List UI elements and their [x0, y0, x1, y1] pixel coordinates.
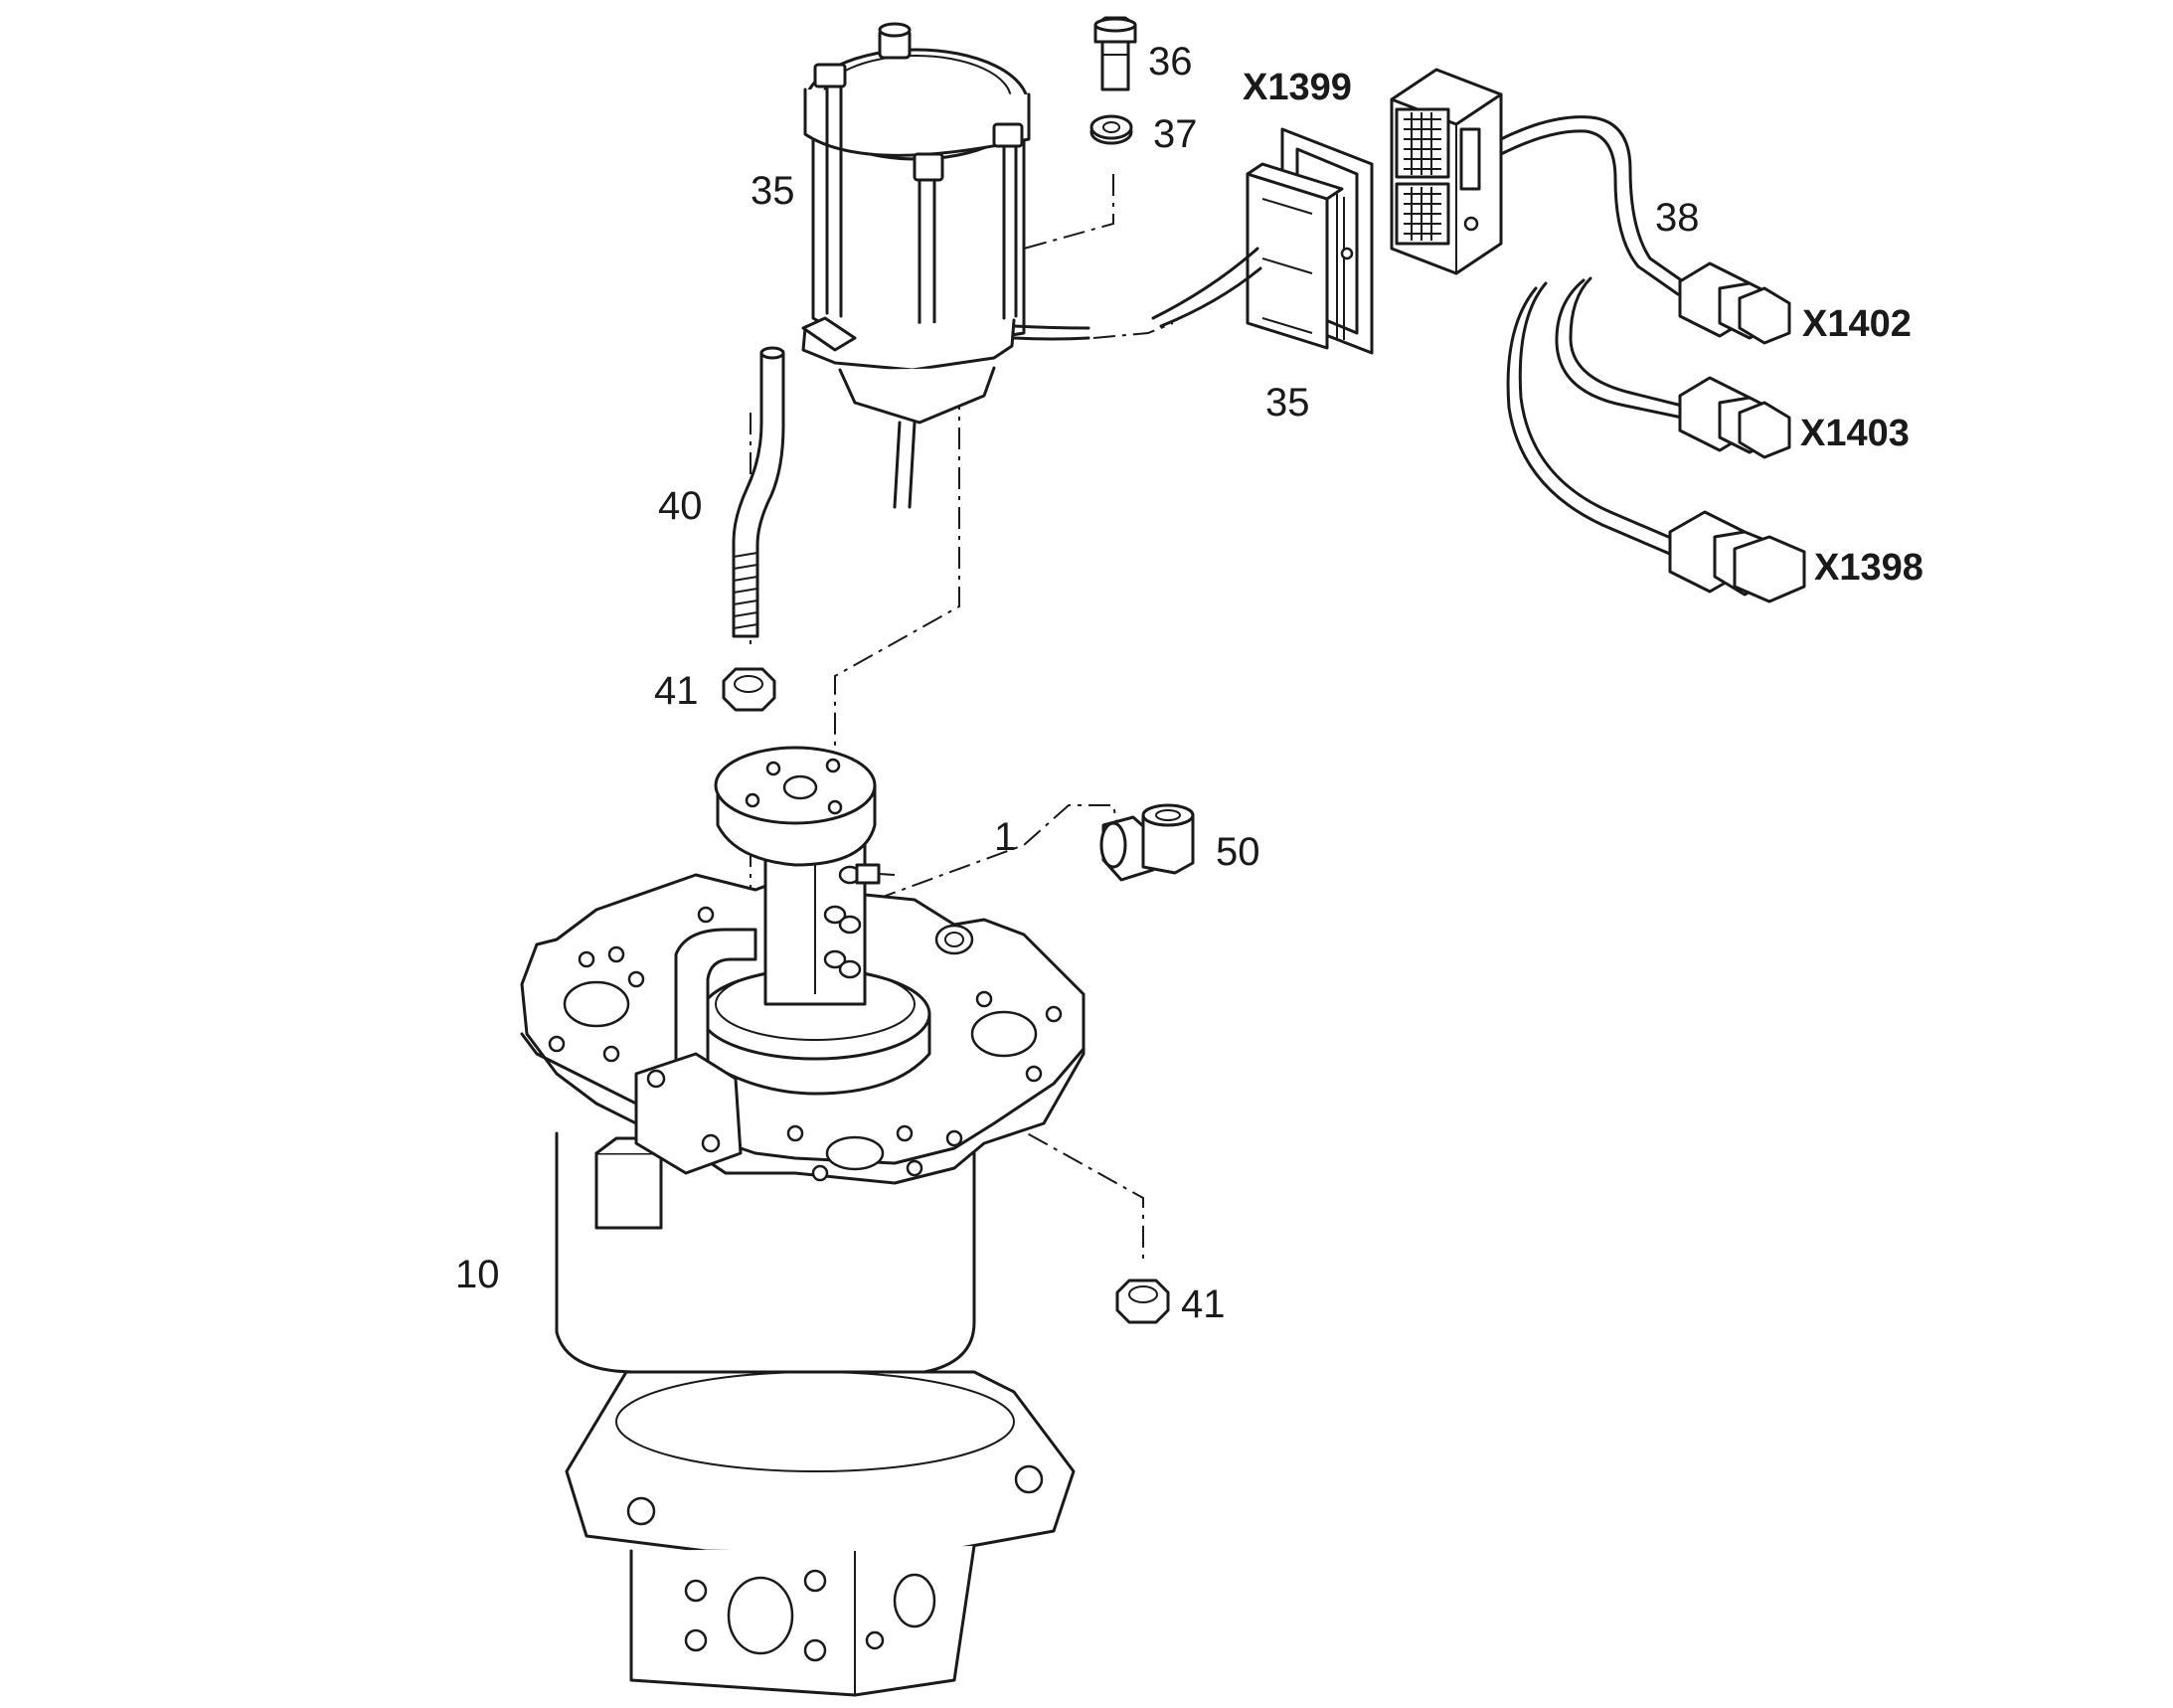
callout-40: 40 — [658, 484, 703, 528]
callout-35-actuator: 35 — [751, 169, 795, 213]
callout-41-bottom: 41 — [1181, 1282, 1226, 1326]
plug-x1403-icon — [1678, 376, 1791, 459]
callout-41-top: 41 — [654, 669, 699, 713]
callout-1: 1 — [994, 815, 1016, 859]
callout-37: 37 — [1153, 112, 1198, 156]
solenoid-actuator-icon — [801, 22, 1090, 509]
callout-36: 36 — [1148, 40, 1193, 84]
label-x1403: X1403 — [1800, 413, 1910, 454]
bolt-icon — [1093, 16, 1137, 91]
label-x1402: X1402 — [1802, 303, 1912, 345]
callout-35-connector: 35 — [1265, 381, 1310, 425]
assembly-lines — [750, 174, 1174, 1263]
harness-pin-grid — [1395, 107, 1450, 246]
plug-x1398-icon — [1668, 510, 1806, 603]
label-x1398: X1398 — [1814, 547, 1923, 589]
label-x1399: X1399 — [1243, 67, 1352, 108]
rod-thread — [733, 552, 758, 629]
wire-harness-icon — [1390, 68, 1692, 557]
callout-50: 50 — [1216, 830, 1260, 874]
elbow-fitting-icon — [1099, 803, 1195, 882]
hex-nut-icon — [722, 667, 776, 712]
hex-nut-bottom-icon — [1115, 1279, 1170, 1324]
plug-x1402-icon — [1678, 261, 1791, 345]
connector-x1399-icon — [1151, 127, 1374, 355]
swivel-joint-icon — [520, 746, 1086, 1697]
threaded-rod-icon — [732, 346, 785, 638]
callout-38: 38 — [1655, 196, 1700, 240]
washer-icon — [1089, 114, 1133, 145]
callout-10: 10 — [455, 1253, 500, 1296]
